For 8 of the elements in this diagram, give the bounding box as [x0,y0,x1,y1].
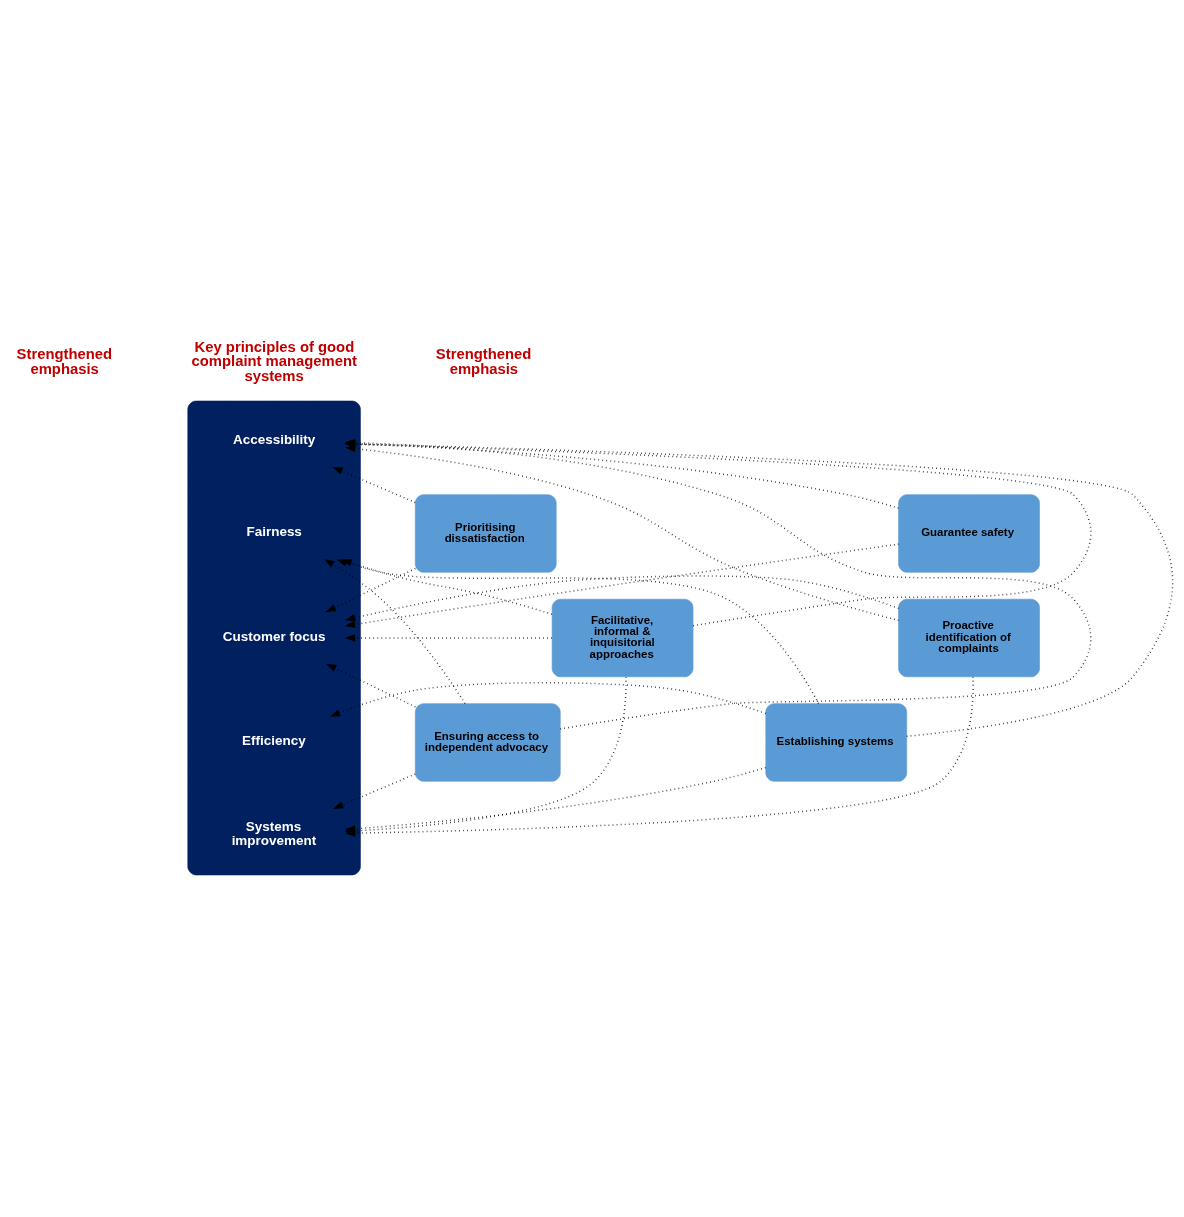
node-text: Efficiency [242,732,306,748]
label: Strengthened emphasis [16,345,113,377]
label: Strengthened emphasis [435,345,532,377]
node-text: Fairness [246,523,302,539]
node-text: Systems improvement [231,818,317,848]
node-text: Accessibility [232,431,316,447]
label: Key principles of good complaint management systems [191,338,357,384]
node-text: Customer focus [222,628,326,644]
